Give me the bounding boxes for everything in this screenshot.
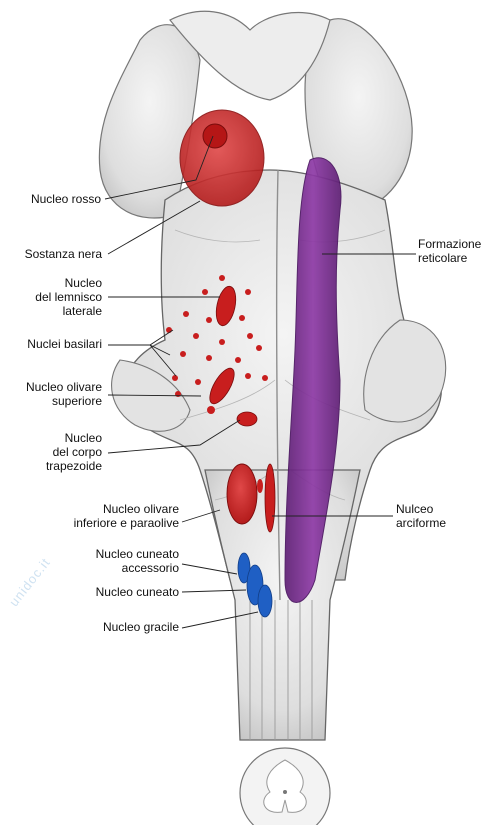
olivare-superiore-dot bbox=[207, 406, 215, 414]
label-nucleo-rosso: Nucleo rosso bbox=[1, 192, 101, 206]
gracile-mark bbox=[258, 585, 272, 617]
label-formazione-reticolare: Formazione reticolare bbox=[418, 237, 492, 265]
label-lemnisco: Nucleo del lemnisco laterale bbox=[2, 276, 102, 318]
label-nuclei-basilari: Nuclei basilari bbox=[0, 337, 102, 351]
label-sostanza-nera: Sostanza nera bbox=[2, 247, 102, 261]
nucleo-rosso-core bbox=[203, 124, 227, 148]
paraoliva-small-mark bbox=[257, 479, 263, 493]
label-olivare-inferiore: Nucleo olivare inferiore e paraolive bbox=[29, 502, 179, 530]
label-trapezoide: Nucleo del corpo trapezoide bbox=[0, 431, 102, 473]
label-gracile: Nucleo gracile bbox=[39, 620, 179, 634]
red-nucleus-group bbox=[180, 110, 264, 206]
cord-cross-section bbox=[240, 748, 330, 825]
olivare-inferiore-mark bbox=[227, 464, 257, 524]
label-cuneato-accessorio: Nucleo cuneato accessorio bbox=[39, 547, 179, 575]
label-olivare-superiore: Nucleo olivare superiore bbox=[0, 380, 102, 408]
corpo-trapezoide-mark bbox=[237, 412, 257, 426]
paraoliva-mark bbox=[265, 464, 275, 532]
label-arciforme: Nulceo arciforme bbox=[396, 502, 486, 530]
label-cuneato: Nucleo cuneato bbox=[39, 585, 179, 599]
medulla bbox=[205, 470, 360, 740]
nucleo-rosso-mark bbox=[180, 110, 264, 206]
